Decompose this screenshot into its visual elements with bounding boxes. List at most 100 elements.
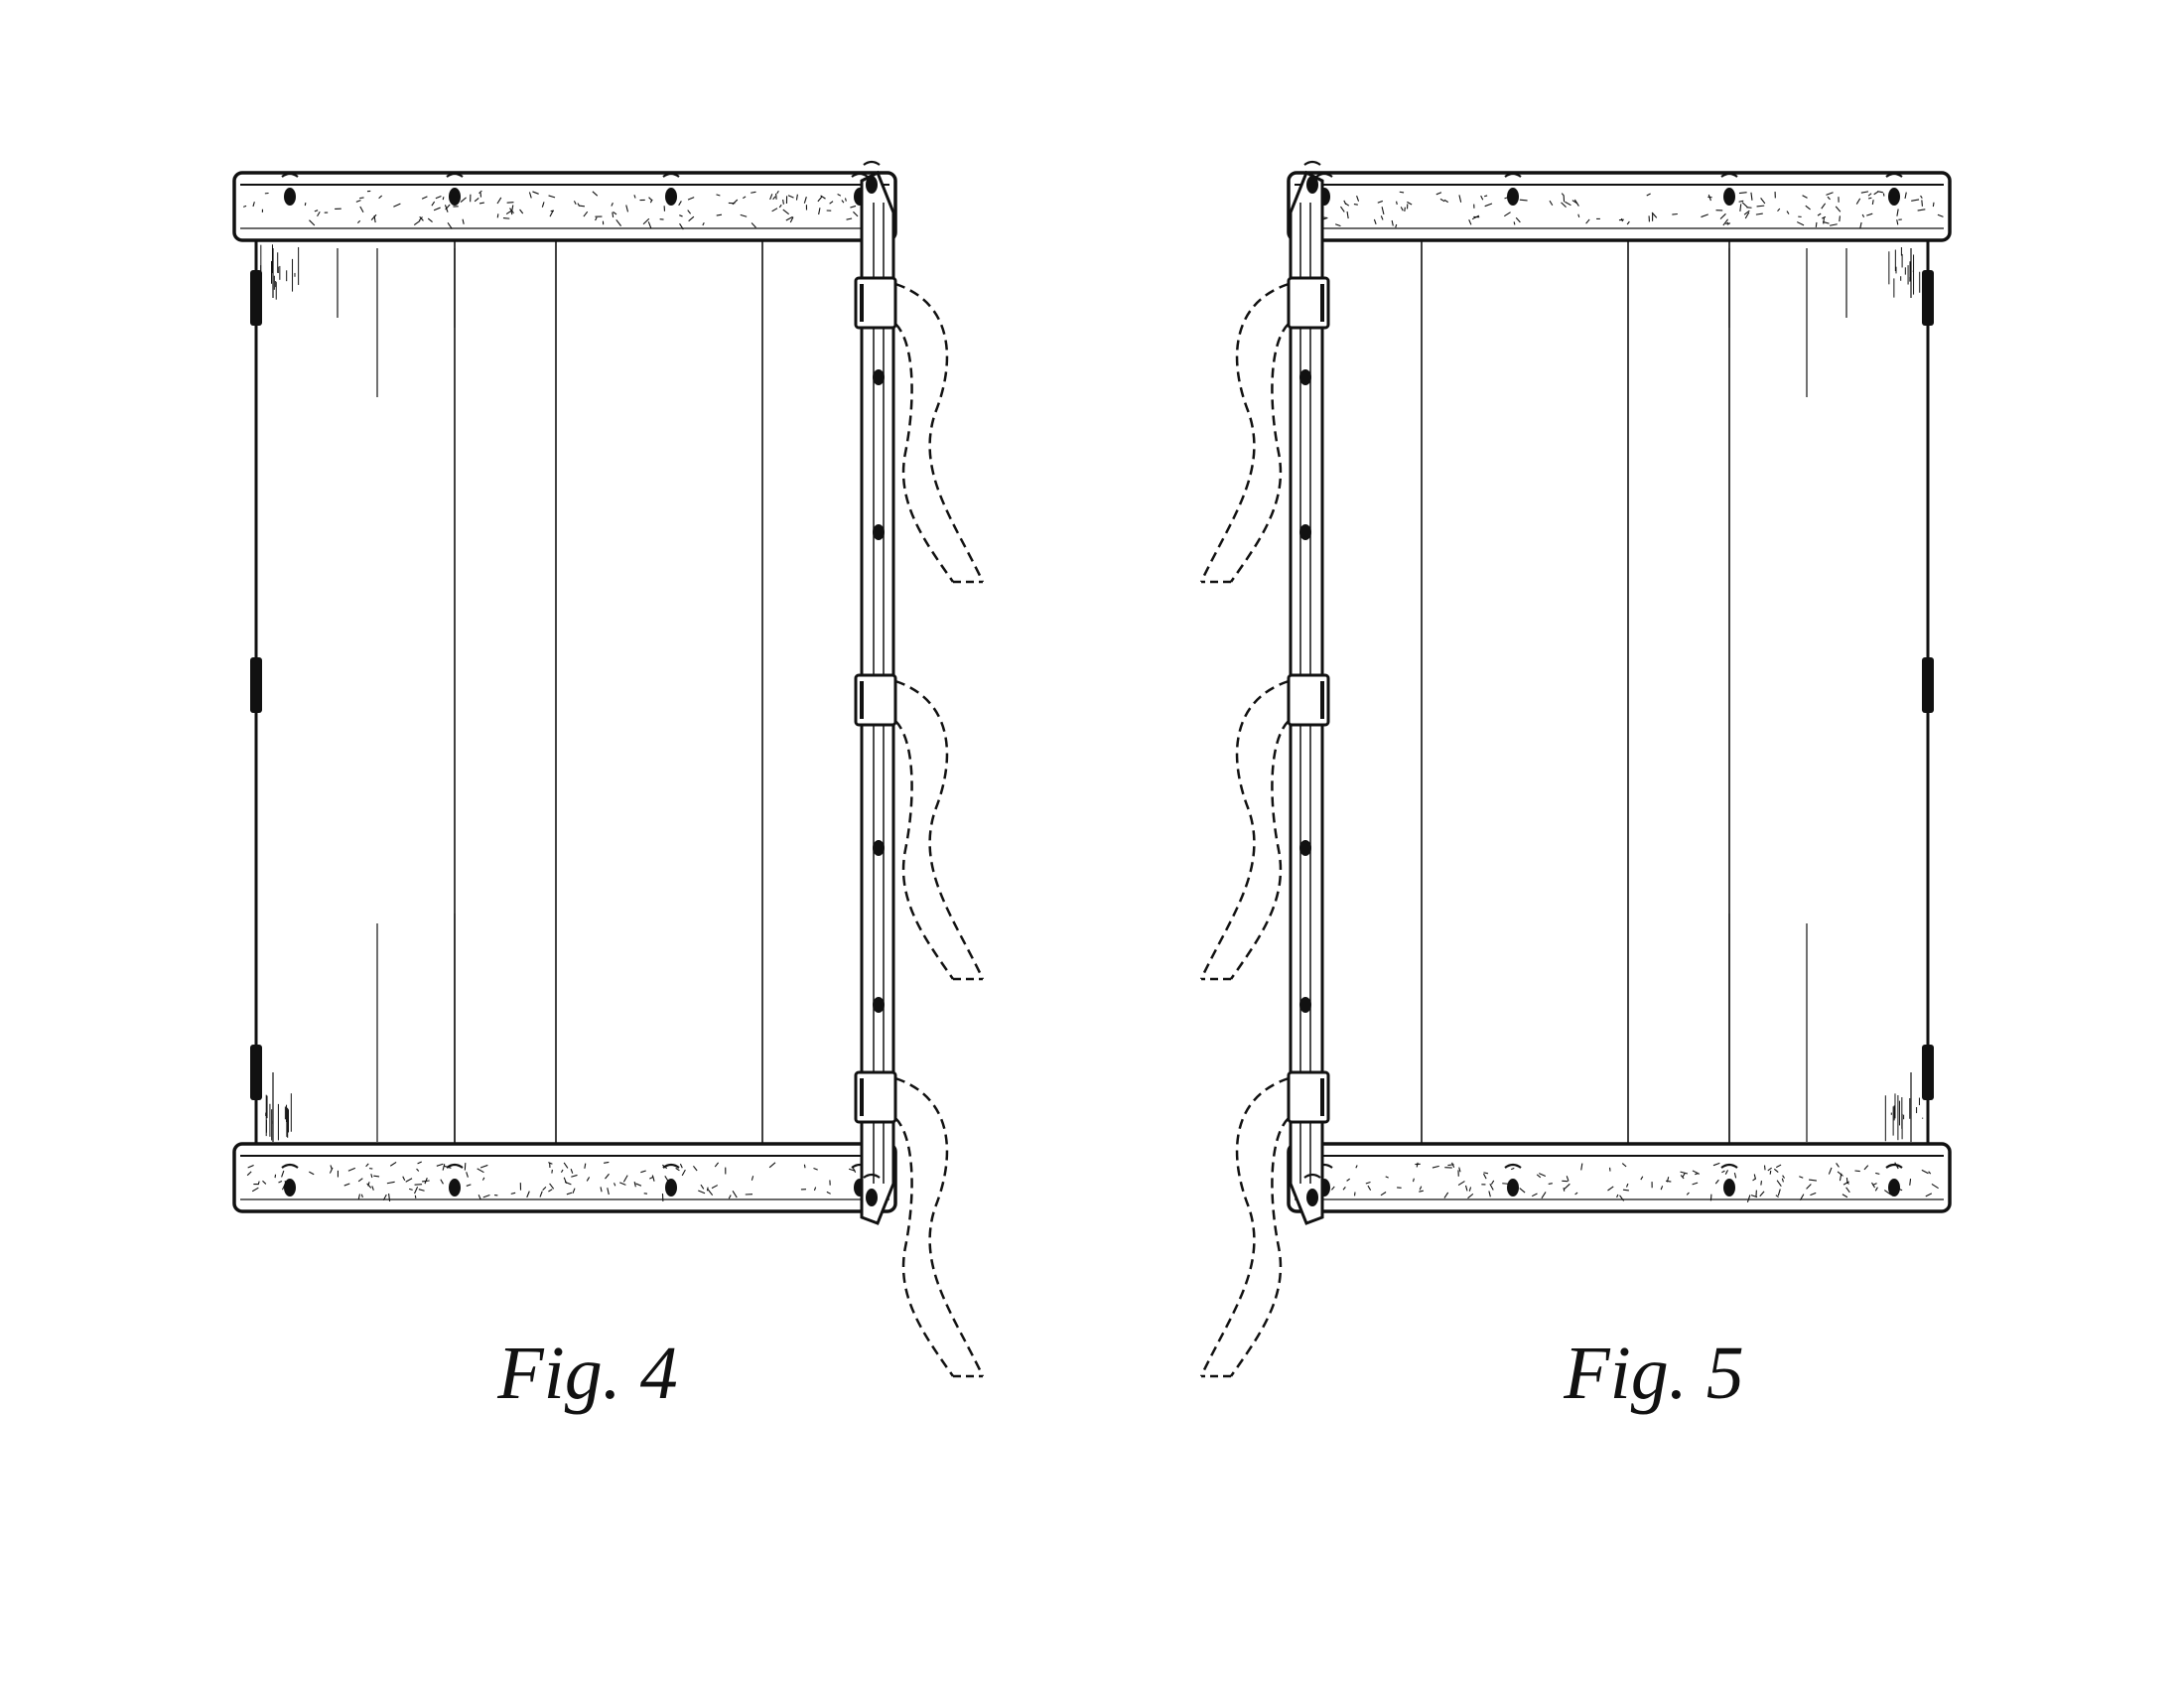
edge-clip — [250, 657, 262, 713]
foam-speckle — [1373, 218, 1377, 224]
foam-speckle — [560, 1169, 564, 1173]
figure-4-drawing — [232, 160, 985, 1378]
foam-speckle — [1504, 211, 1511, 217]
foam-speckle — [563, 1162, 569, 1169]
foam-speckle — [605, 1173, 610, 1180]
foam-speckle — [1874, 1187, 1878, 1192]
foam-speckle — [281, 1170, 285, 1178]
foam-speckle — [1365, 1181, 1371, 1185]
foam-speckle — [1741, 202, 1748, 209]
foam-speckle — [1817, 212, 1822, 216]
foam-speckle — [1724, 1170, 1728, 1175]
foam-speckle — [844, 198, 847, 202]
foam-speckle — [1619, 1195, 1625, 1201]
foam-speckle — [1490, 1180, 1495, 1186]
dashed-strap-outer — [1199, 282, 1290, 583]
foam-speckle — [482, 1195, 490, 1198]
foam-speckle — [1756, 205, 1765, 208]
foam-speckle — [1719, 212, 1726, 219]
foam-speckle — [826, 1191, 831, 1195]
foam-speckle — [505, 210, 512, 215]
foam-speckle — [563, 1177, 568, 1185]
foam-speckle — [1346, 211, 1349, 219]
foam-speckle — [242, 205, 247, 208]
foam-speckle — [496, 213, 499, 218]
strip-fastener — [873, 840, 885, 856]
foam-speckle — [1489, 1183, 1494, 1191]
foam-speckle — [365, 1163, 369, 1168]
foam-speckle — [1750, 192, 1753, 201]
foam-speckle — [1802, 195, 1808, 199]
tie-loop — [1885, 172, 1903, 178]
foam-speckle — [1739, 204, 1742, 212]
strap-buckle — [854, 673, 897, 727]
foam-speckle — [247, 1164, 254, 1169]
foam-speckle — [611, 203, 614, 207]
foam-speckle — [1577, 213, 1580, 218]
foam-speckle — [583, 211, 589, 217]
foam-speckle — [679, 214, 683, 217]
foam-speckle — [1625, 1183, 1629, 1188]
foam-speckle — [371, 1186, 374, 1191]
foam-speckle — [414, 1187, 419, 1195]
foam-speckle — [642, 217, 650, 225]
foam-speckle — [751, 191, 756, 194]
foam-speckle — [778, 204, 782, 209]
foam-speckle — [1932, 202, 1935, 208]
foam-speckle — [728, 1195, 732, 1199]
foam-speckle — [1767, 1167, 1772, 1172]
foam-speckle — [1468, 219, 1472, 225]
foam-speckle — [1561, 193, 1565, 197]
foam-speckle — [539, 1191, 543, 1197]
foam-speckle — [1773, 1168, 1779, 1173]
foam-speckle — [418, 1189, 425, 1192]
foam-speckle — [852, 1167, 857, 1173]
foam-speckle — [447, 221, 453, 229]
foam-speckle — [416, 1168, 420, 1172]
strip-fastener — [1299, 369, 1311, 385]
foam-speckle — [803, 197, 807, 204]
tie-loop — [446, 1163, 464, 1169]
foam-speckle — [698, 1190, 706, 1195]
tie-loop — [281, 172, 299, 178]
foam-speckle — [700, 1184, 705, 1190]
strap-buckle — [854, 1070, 897, 1124]
foam-speckle — [1750, 1195, 1758, 1198]
foam-speckle — [1666, 1177, 1670, 1183]
foam-speckle — [1377, 200, 1384, 204]
foam-speckle — [1829, 223, 1838, 226]
foam-speckle — [1904, 192, 1907, 200]
top-foam-bar — [1287, 171, 1952, 242]
foam-speckle — [1566, 1176, 1570, 1182]
foam-speckle — [442, 1164, 446, 1171]
foam-speckle — [1404, 207, 1406, 212]
foam-speckle — [782, 199, 784, 205]
foam-speckle — [751, 222, 756, 228]
foam-speckle — [442, 197, 445, 201]
foam-speckle — [1815, 221, 1818, 227]
foam-speckle — [1712, 1162, 1720, 1167]
dashed-strap-outer — [1199, 679, 1290, 980]
foam-speckle — [1775, 1195, 1779, 1198]
foam-speckle — [1769, 1170, 1772, 1175]
foam-speckle — [1563, 1188, 1566, 1192]
foam-speckle — [389, 1161, 397, 1167]
tie-loop — [662, 172, 680, 178]
strip-fastener — [1299, 524, 1311, 540]
foam-speckle — [732, 199, 739, 206]
foam-speckle — [367, 1182, 370, 1187]
foam-speckle — [573, 201, 577, 206]
foam-speckle — [251, 1187, 259, 1193]
foam-speckle — [1726, 222, 1731, 225]
dashed-strap-inner — [1229, 720, 1290, 980]
foam-speckle — [402, 1176, 406, 1182]
foam-speckle — [1381, 207, 1385, 215]
foam-speckle — [343, 1183, 350, 1187]
foam-speckle — [1755, 212, 1763, 215]
tie-loop — [446, 172, 464, 178]
tie-loop — [1303, 160, 1321, 166]
foam-speckle — [460, 197, 467, 204]
foam-speckle — [1797, 221, 1805, 226]
foam-speckle — [1580, 1163, 1583, 1171]
foam-speckle — [418, 216, 423, 221]
